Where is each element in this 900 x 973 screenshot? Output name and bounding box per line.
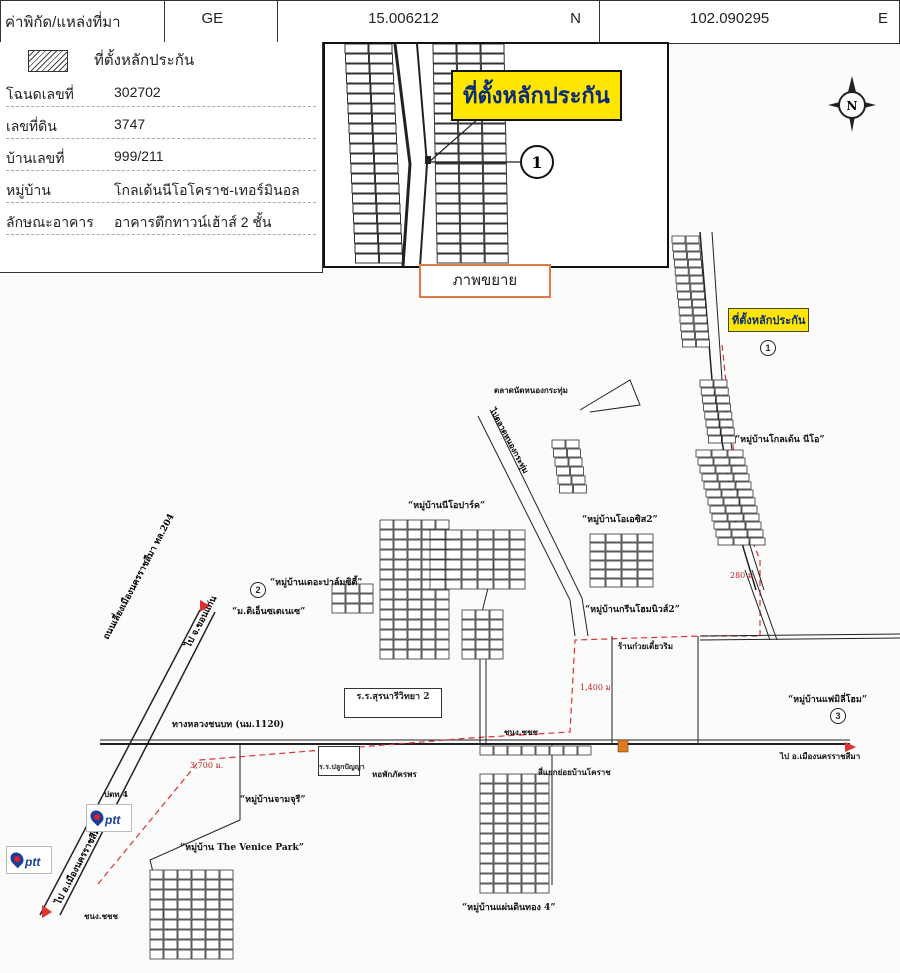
house-number-row: บ้านเลขที่ 999/211	[6, 142, 316, 171]
village-row: หมู่บ้าน โกลเด้นนีโอโคราช-เทอร์มินอล	[6, 174, 316, 203]
hatch-legend-icon	[28, 50, 68, 72]
to-market-label: ไปตลาดหนองกระทุ่ม	[487, 405, 531, 475]
village-venice-park: “หมู่บ้าน The Venice Park”	[180, 843, 304, 853]
building-type-row: ลักษณะอาคาร อาคารตึกทาวน์เฮ้าส์ 2 ชั้น	[6, 206, 316, 235]
ptt-text: ptt	[25, 855, 41, 869]
marker-2: 2	[250, 582, 266, 598]
distance-label-3: 3,700 ม.	[190, 761, 223, 770]
ptt-logo-1: ptt	[86, 804, 132, 832]
latitude-direction: N	[570, 10, 581, 27]
village-green-home: “หมู่บ้านกรีนโฮมนิวส์2”	[585, 605, 680, 615]
junction-label-2: ชนง.ชชช	[84, 911, 118, 921]
longitude-direction: E	[878, 10, 889, 27]
dorm-label: หอพักภัครพร	[372, 769, 417, 779]
marker-3: 3	[830, 708, 846, 724]
school2-label: ร.ร.ปลูกปัญญา	[319, 762, 365, 771]
village-oasis2: “หมู่บ้านโอเอซิส2”	[582, 515, 658, 525]
inset-map: 1 ที่ตั้งหลักประกัน	[323, 42, 669, 268]
legend-label: ที่ตั้งหลักประกัน	[94, 52, 195, 69]
inset-collateral-callout: ที่ตั้งหลักประกัน	[451, 70, 622, 121]
distance-label-2: 1,400 ม.	[580, 683, 613, 692]
land-number-value: 3747	[114, 116, 146, 132]
distance-label-1: 280 ม.	[730, 571, 756, 580]
ptt-drop-icon	[87, 807, 107, 827]
deed-row: โฉนดเลขที่ 302702	[6, 78, 316, 107]
longitude-cell: 102.090295 E	[600, 1, 899, 43]
house-number-value: 999/211	[114, 148, 164, 164]
zoom-label: ภาพขยาย	[419, 264, 551, 298]
ptt-text: ptt	[105, 813, 121, 827]
noodle-shop-label: ร้านก๋วยเตี๋ยวริม	[618, 641, 673, 651]
coordinate-bar: ค่าพิกัด/แหล่งที่มา GE 15.006212 N 102.0…	[0, 0, 900, 44]
building-type-value: อาคารตึกทาวน์เฮ้าส์ 2 ชั้น	[114, 214, 272, 230]
gas-station-label: ปตท.4	[104, 789, 128, 799]
east-destination-label: ไป อ.เมืองนครราชสีมา	[780, 751, 861, 761]
building-type-label: ลักษณะอาคาร	[6, 214, 94, 230]
deed-value: 302702	[114, 84, 161, 100]
to-city-label: ไป อ.เมืองนครราชสีมา	[52, 821, 105, 907]
latitude-value: 15.006212	[368, 10, 439, 27]
deed-label: โฉนดเลขที่	[6, 86, 74, 102]
main-road-label: ทางหลวงชนบท (นม.1120)	[172, 720, 285, 730]
source-label-cell: ค่าพิกัด/แหล่งที่มา	[1, 1, 166, 43]
school2-sign: ร.ร.ปลูกปัญญา	[318, 746, 365, 776]
latitude-cell: 15.006212 N	[278, 1, 600, 43]
ptt-logo-2: ptt	[6, 846, 52, 874]
village-family-home: “หมู่บ้านแฟมิลี่โฮม”	[788, 695, 868, 705]
school-label: ร.ร.สุรนารีวิทยา 2	[356, 692, 430, 702]
map-collateral-callout: ที่ตั้งหลักประกัน	[728, 308, 810, 332]
land-number-label: เลขที่ดิน	[6, 118, 57, 134]
intersection-label: สี่แยกย่อยบ้านโคราช	[538, 767, 611, 777]
inset-marker-number: 1	[531, 153, 542, 172]
source-label: ค่าพิกัด/แหล่งที่มา	[5, 14, 121, 31]
village-neo-park: “หมู่บ้านนีโอปาร์ค”	[408, 501, 486, 511]
village-palm-city: “หมู่บ้านเดอะปาล์มซิตี้”	[270, 578, 363, 588]
compass-letter: N	[847, 99, 858, 113]
north-compass-icon: N	[828, 76, 876, 132]
longitude-value: 102.090295	[690, 10, 770, 27]
village-chamchuri: “หมู่บ้านจามจุรี”	[240, 795, 306, 805]
ptt-drop-icon	[7, 849, 27, 869]
village-label: หมู่บ้าน	[6, 182, 51, 198]
university-label: “ม.ติเอ็นซเตเนเซ”	[232, 607, 306, 617]
source-value: GE	[201, 10, 224, 27]
land-number-row: เลขที่ดิน 3747	[6, 110, 316, 139]
source-cell: GE	[165, 1, 279, 43]
bypass-road-label: ถนนเลี่ยงเมืองนครราชสีมา ทล.204	[99, 511, 177, 641]
marker-1: 1	[760, 340, 776, 356]
junction-label: ชนง.ชชช	[504, 727, 538, 737]
house-number-label: บ้านเลขที่	[6, 150, 65, 166]
village-golden-neo: “หมู่บ้านโกลเด้น นีโอ”	[735, 435, 825, 445]
school-sign: ร.ร.สุรนารีวิทยา 2	[344, 688, 442, 718]
village-phaendin-thong: “หมู่บ้านแผ่นดินทอง 4”	[462, 903, 556, 913]
property-info-panel: ที่ตั้งหลักประกัน โฉนดเลขที่ 302702 เลขท…	[0, 42, 323, 273]
village-value: โกลเด้นนีโอโคราช-เทอร์มินอล	[114, 182, 300, 198]
market-label: ตลาดนัดหนองกระทุ่ม	[494, 385, 568, 395]
